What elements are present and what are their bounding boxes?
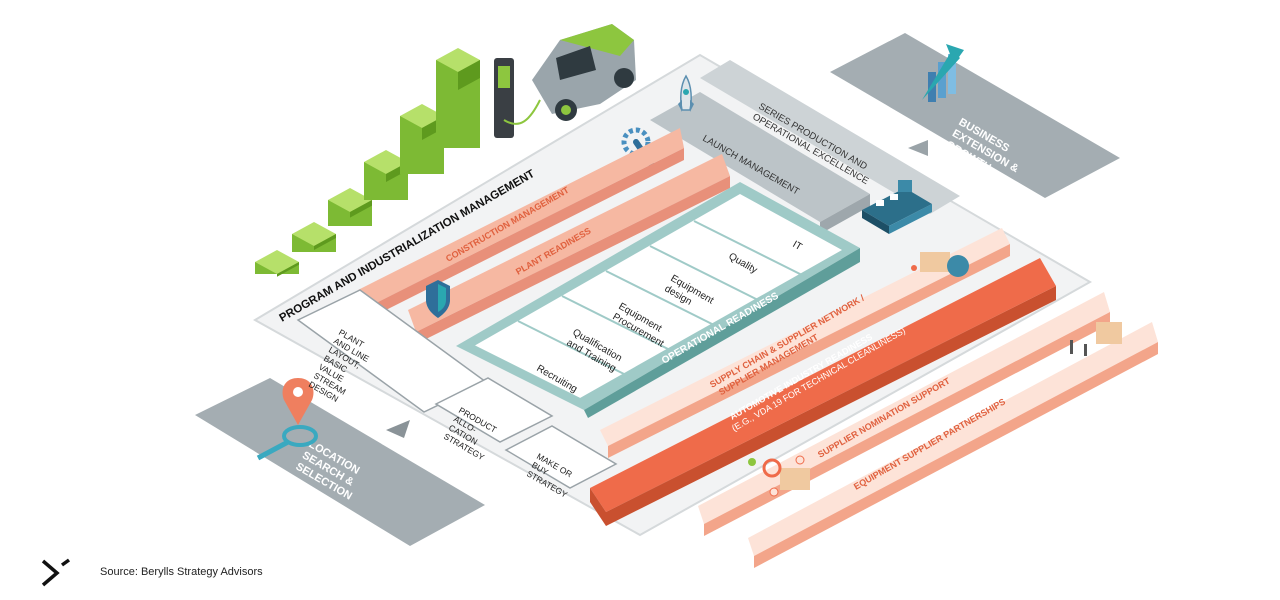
electric-car-icon — [532, 24, 636, 121]
strategy-cell — [434, 377, 554, 443]
business-panel: BUSINESS EXTENSION & GROWTH — [830, 33, 1120, 198]
growth-bars-icon — [255, 48, 480, 277]
network-globe-icon — [911, 252, 969, 277]
rocket-icon — [678, 74, 694, 112]
shield-icon — [426, 280, 450, 318]
ev-charger-icon — [494, 58, 541, 138]
source-note: Source: Berylls Strategy Advisors — [100, 566, 263, 578]
left-strategy-cells: PLANTAND LINELAYOUT,BASICVALUESTREAMDESI… — [296, 289, 618, 500]
supplier-search-icon — [748, 455, 810, 497]
conveyor-icon — [862, 180, 932, 234]
location-panel: LOCATION SEARCH & SELECTION — [195, 378, 485, 546]
location-pin-icon — [256, 378, 318, 461]
boxes-people-icon — [1070, 322, 1122, 356]
growth-arrow-icon — [922, 44, 964, 102]
berylls-logo-icon — [40, 557, 72, 589]
strategy-cell — [504, 425, 618, 489]
strategy-cell-label: PLANTAND LINELAYOUT,BASICVALUESTREAMDESI… — [307, 327, 376, 407]
